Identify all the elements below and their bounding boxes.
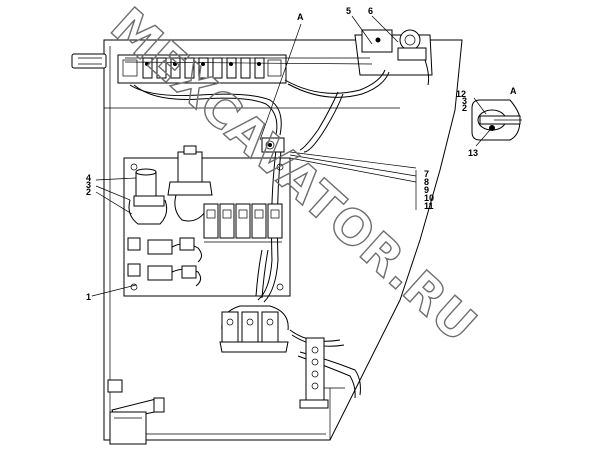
relay-row [203, 203, 283, 243]
relay-cylinder [128, 168, 168, 225]
callout-8: 8 [424, 177, 429, 187]
mounting-plate [123, 157, 291, 297]
top-right-relay-cluster [354, 29, 433, 86]
callout-labels: A 5 6 A 12 3 2 13 4 3 2 7 8 9 10 11 1 [86, 6, 517, 302]
callout-11: 11 [424, 201, 434, 211]
callout-view-a-top: A [297, 12, 304, 22]
diode-blocks [127, 237, 202, 287]
door-handle [71, 53, 107, 69]
callout-3-side: 3 [462, 96, 467, 106]
harness-clamp [261, 137, 285, 153]
terminal-strip [299, 337, 329, 409]
callout-3: 3 [86, 180, 91, 190]
callout-6: 6 [368, 6, 373, 16]
callout-10: 10 [424, 193, 434, 203]
callout-view-a-side: A [510, 86, 517, 96]
wiring-harness [124, 57, 390, 399]
lower-connector-group [219, 305, 289, 353]
detail-view-a [471, 99, 522, 141]
callout-4: 4 [86, 173, 91, 183]
callout-5: 5 [346, 6, 351, 16]
callout-7: 7 [424, 169, 429, 179]
leader-lines [91, 15, 491, 297]
flasher-unit [167, 145, 213, 222]
callout-13: 13 [468, 148, 478, 158]
callout-12: 12 [456, 89, 466, 99]
callout-2-side: 2 [462, 103, 467, 113]
top-fuse-block [117, 54, 287, 84]
callout-2: 2 [86, 187, 91, 197]
callout-9: 9 [424, 185, 429, 195]
bottom-bracket [107, 379, 165, 445]
callout-1: 1 [86, 292, 91, 302]
